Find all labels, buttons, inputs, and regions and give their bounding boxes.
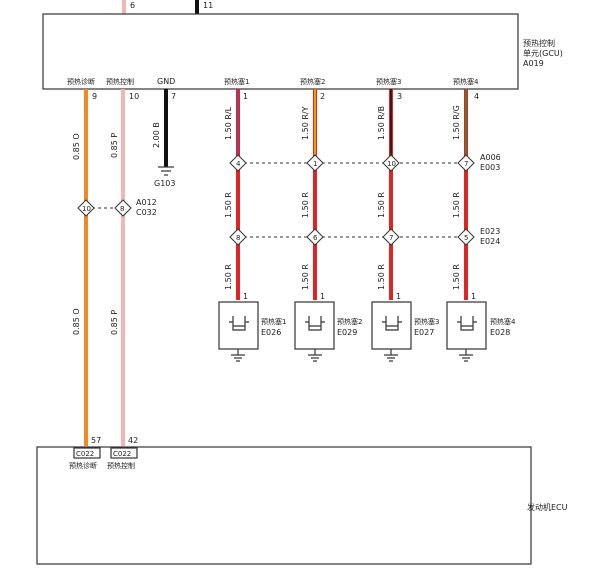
ecu-label-ctrl: 预热控制 [107, 461, 135, 470]
glow-plug-3-name: 预热塞3 [414, 317, 439, 326]
ecu-label-diag: 预热诊断 [69, 461, 97, 470]
ecu-connector-1-label: C022 [76, 450, 94, 458]
connector-row1-label2: E003 [480, 163, 500, 172]
wire-label-plug4-c: 1.50 R [452, 264, 461, 290]
wire-label-plug3-a: 1.50 R/B [377, 106, 386, 140]
gcu-pin-label-plug1: 预热塞1 [224, 77, 249, 86]
connector-row2-plug2 [306, 228, 324, 246]
ecu-name: 发动机ECU [527, 502, 568, 512]
ground-symbol-g103 [158, 166, 174, 176]
connector-row2-label2: E024 [480, 237, 500, 246]
glow-plug-3 [371, 301, 412, 362]
connector-row1-plug3 [382, 154, 400, 172]
wire-label-plug1-c: 1.50 R [224, 264, 233, 290]
gcu-pin-num-2: 2 [320, 92, 325, 101]
connector-row1-num3: 10 [387, 160, 396, 168]
ecu-box [36, 446, 532, 565]
wire-label-plug4-a: 1.50 R/G [452, 105, 461, 140]
connector-left-label2: C032 [136, 208, 157, 217]
connector-row1-num4: 7 [464, 160, 468, 168]
connector-row2-label1: E023 [480, 227, 500, 236]
connector-left-diag [77, 199, 95, 217]
wire-label-plug2-c: 1.50 R [301, 264, 310, 290]
connector-row2-num1: 8 [236, 234, 240, 242]
glow-plug-4-name: 预热塞4 [490, 317, 516, 326]
wire-label-plug4-b: 1.50 R [452, 192, 461, 218]
wire-label-plug2-b: 1.50 R [301, 192, 310, 218]
ecu-connector-2 [110, 447, 138, 459]
pin11-number: 11 [203, 1, 213, 10]
gcu-pin-num-9: 9 [92, 92, 97, 101]
glow-plug-1-code: E026 [261, 328, 281, 337]
wire-label-w9-top: 0.85 O [72, 133, 81, 160]
wire-label-plug1-b: 1.50 R [224, 192, 233, 218]
connector-left-diag-num: 10 [82, 205, 91, 213]
glow-plug-1-name: 预热塞1 [261, 317, 286, 326]
glow-plug-1-pin: 1 [243, 292, 248, 301]
connector-row2-num2: 6 [313, 234, 318, 242]
gcu-pin-num-10: 10 [129, 92, 139, 101]
connector-row2-plug3 [382, 228, 400, 246]
connector-left-label1: A012 [136, 198, 157, 207]
connector-row1-label1: A006 [480, 153, 501, 162]
gcu-name-line2: 单元(GCU) [523, 48, 563, 58]
ecu-connector-2-label: C022 [113, 450, 131, 458]
connector-row2-num3: 7 [389, 234, 393, 242]
connector-row1-num2: 1 [313, 160, 317, 168]
wire-label-plug2-a: 1.50 R/Y [301, 106, 310, 140]
glow-plug-2-code: E029 [337, 328, 357, 337]
wire-label-plug3-c: 1.50 R [377, 264, 386, 290]
gcu-pin-label-plug4: 预热塞4 [453, 77, 479, 86]
gcu-pin-label-gnd: GND [157, 77, 175, 86]
gcu-code: A019 [523, 59, 544, 68]
glow-plug-4-code: E028 [490, 328, 510, 337]
gcu-name-line1: 预热控制 [523, 38, 555, 48]
gcu-pin-label-plug3: 预热塞3 [376, 77, 401, 86]
glow-plug-4 [446, 301, 487, 362]
gcu-pin-label-plug2: 预热塞2 [300, 77, 325, 86]
ecu-pin-42: 42 [128, 436, 138, 445]
connector-row1-plug1 [229, 154, 247, 172]
glow-plug-2 [294, 301, 335, 362]
pin6-number: 6 [130, 1, 135, 10]
gcu-pin-num-4: 4 [474, 92, 479, 101]
wire-label-w9-bottom: 0.85 O [72, 308, 81, 335]
ecu-connector-1 [73, 447, 101, 459]
gcu-pin-num-3: 3 [397, 92, 402, 101]
gcu-pin-num-1: 1 [243, 92, 248, 101]
connector-row1-num1: 4 [236, 160, 241, 168]
ecu-pin-57: 57 [91, 436, 101, 445]
glow-plug-3-code: E027 [414, 328, 434, 337]
glow-plug-2-name: 预热塞2 [337, 317, 362, 326]
ground-label: G103 [154, 179, 175, 188]
wire-label-w10-top: 0.85 P [110, 133, 119, 158]
gcu-pin-label-diag: 预热诊断 [67, 77, 95, 86]
connector-row2-plug1 [229, 228, 247, 246]
connector-row1-plug4 [457, 154, 475, 172]
glow-plug-4-pin: 1 [471, 292, 476, 301]
gcu-pin-num-7: 7 [171, 92, 176, 101]
glow-plug-3-pin: 1 [396, 292, 401, 301]
wire-label-plug3-b: 1.50 R [377, 192, 386, 218]
connector-left-ctrl [114, 199, 132, 217]
connector-row2-plug4 [457, 228, 475, 246]
connector-row2-num4: 5 [464, 234, 468, 242]
connector-left-ctrl-num: 8 [120, 205, 124, 213]
glow-plug-1 [218, 301, 259, 362]
gcu-pin-label-ctrl: 预热控制 [106, 77, 134, 86]
wire-label-w10-bottom: 0.85 P [110, 310, 119, 335]
wire-label-w7: 2.00 B [152, 122, 161, 148]
gcu-box [42, 13, 519, 90]
connector-row1-plug2 [306, 154, 324, 172]
wire-label-plug1-a: 1.50 R/L [224, 106, 233, 140]
glow-plug-2-pin: 1 [320, 292, 325, 301]
